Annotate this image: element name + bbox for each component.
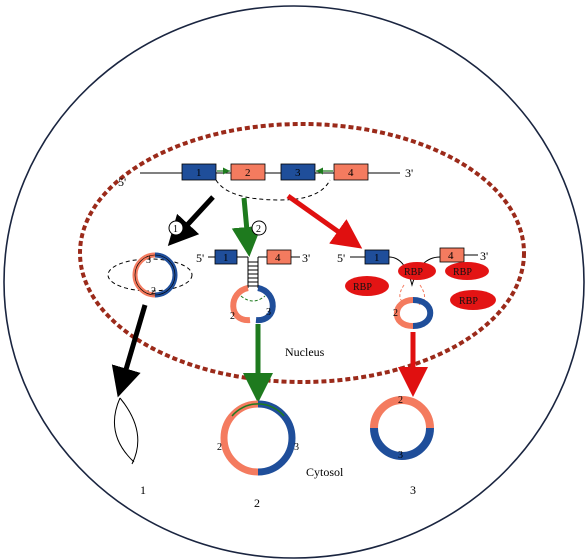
rbp-5prime-label: 5' <box>337 251 345 265</box>
backsplice-junction <box>215 179 331 201</box>
product-3-exon-2-label: 2 <box>398 395 403 406</box>
product-2-exon-3-label: 3 <box>294 442 299 453</box>
pathway-3-arrow <box>286 193 363 249</box>
exon-4 <box>333 163 369 181</box>
rbp-protein-top-right-label: RBP <box>453 267 472 278</box>
exon-3-label: 3 <box>295 167 301 179</box>
rbp-protein-center-label: RBP <box>404 267 423 278</box>
pre-mrna: 5' 3' 1 2 3 4 <box>118 163 413 201</box>
rbp-protein-left-label: RBP <box>353 282 372 293</box>
rbp-3prime-label: 3' <box>480 249 488 263</box>
rbp-protein-left <box>345 276 389 296</box>
product-2-exon-2-label: 2 <box>217 442 222 453</box>
rbp-protein-center <box>398 262 436 280</box>
product-1-label: 1 <box>140 483 146 497</box>
hairpin-circle-exon-3-label: 3 <box>266 307 271 318</box>
product-3-label: 3 <box>410 483 416 497</box>
pathway-1-lariat: 3 2 <box>107 252 193 298</box>
pathway-marker-1 <box>168 220 184 236</box>
cytosol-label: Cytosol <box>306 465 344 479</box>
exon-1 <box>181 163 217 181</box>
hairpin-exon-1-label: 1 <box>223 252 229 264</box>
exon-2 <box>230 163 266 181</box>
rbp-protein-top-right <box>445 262 489 280</box>
cell-membrane <box>3 5 585 559</box>
pre-mrna-5prime-label: 5' <box>118 175 126 189</box>
pathway-1-export-arrow <box>111 304 148 398</box>
nucleus-envelope <box>78 122 526 384</box>
exon-4-label: 4 <box>348 167 354 179</box>
hairpin-3prime-label: 3' <box>302 251 310 265</box>
rbp-protein-right-label: RBP <box>459 296 478 307</box>
pathway-1-arrow <box>167 195 215 247</box>
product-2-label: 2 <box>254 496 260 510</box>
product-1-lariat <box>113 397 139 465</box>
lariat-exon-2-label: 2 <box>151 286 156 297</box>
pathway-2-hairpin: 5' 1 4 3' 2 3 <box>196 249 310 323</box>
lariat-dashed-loop <box>107 258 193 292</box>
pathway-3-rbp: 5' 1 4 3' 2 RBP RBP RBP RBP <box>337 247 496 329</box>
rbp-exon-4-label: 4 <box>448 250 454 262</box>
exon-3 <box>280 163 316 181</box>
hairpin-5prime-label: 5' <box>196 251 204 265</box>
product-2-circrna: 2 3 <box>217 400 299 476</box>
rbp-circle-exon-2-label: 2 <box>393 308 398 319</box>
rbp-protein-right <box>450 290 496 310</box>
pathway-marker-1-label: 1 <box>173 224 178 235</box>
exon-1-label: 1 <box>196 167 202 179</box>
product-3-exon-3-label: 3 <box>398 450 403 461</box>
nucleus-label: Nucleus <box>285 345 325 359</box>
rbp-exon-1-label: 1 <box>374 252 380 264</box>
pathway-marker-2-label: 2 <box>256 224 261 235</box>
pathway-marker-2 <box>251 220 267 236</box>
hairpin-exon-4-label: 4 <box>275 252 281 264</box>
pre-mrna-3prime-label: 3' <box>405 166 413 180</box>
product-3-circrna: 2 3 <box>370 395 434 461</box>
hairpin-circle-exon-2-label: 2 <box>230 311 235 322</box>
pathway-2-arrow <box>231 197 262 257</box>
lariat-exon-3-label: 3 <box>146 255 151 266</box>
exon-2-label: 2 <box>245 167 251 179</box>
